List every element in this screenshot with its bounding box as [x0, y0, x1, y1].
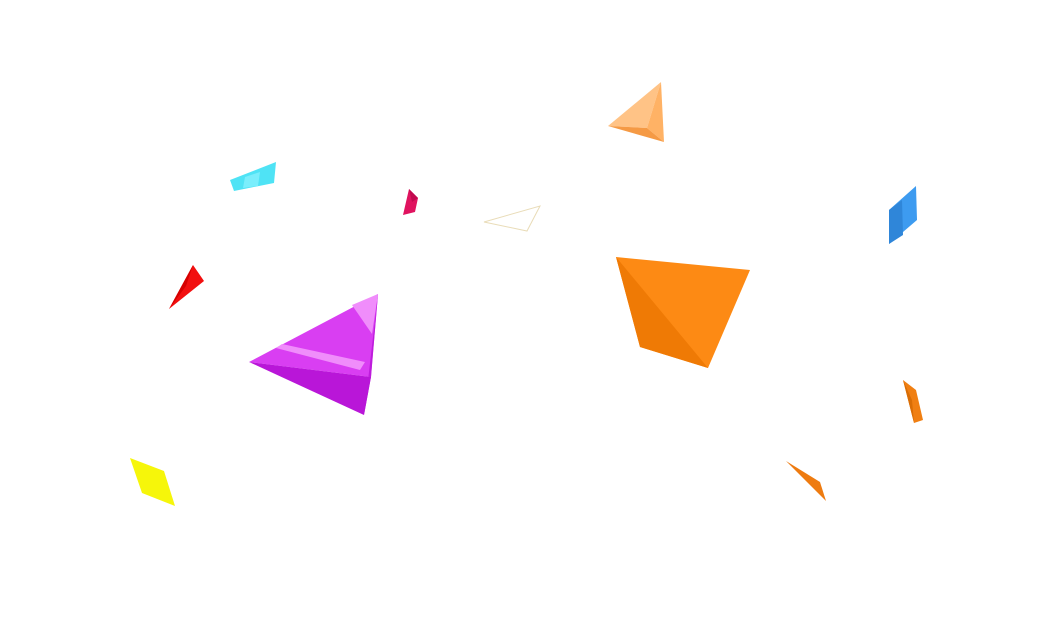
orange-large-shard — [616, 257, 750, 368]
violet-pyramid-shard — [249, 294, 378, 415]
peach-pyramid-shard — [608, 82, 664, 142]
red-shard — [169, 265, 204, 309]
yellow-shard — [130, 458, 175, 506]
orange-sliver-shard — [903, 380, 923, 423]
cyan-shard — [230, 162, 276, 191]
outline-triangle-shard — [483, 205, 541, 232]
orange-thin-shard — [786, 461, 826, 501]
blue-shard — [889, 186, 917, 244]
magenta-small-shard — [403, 189, 418, 215]
